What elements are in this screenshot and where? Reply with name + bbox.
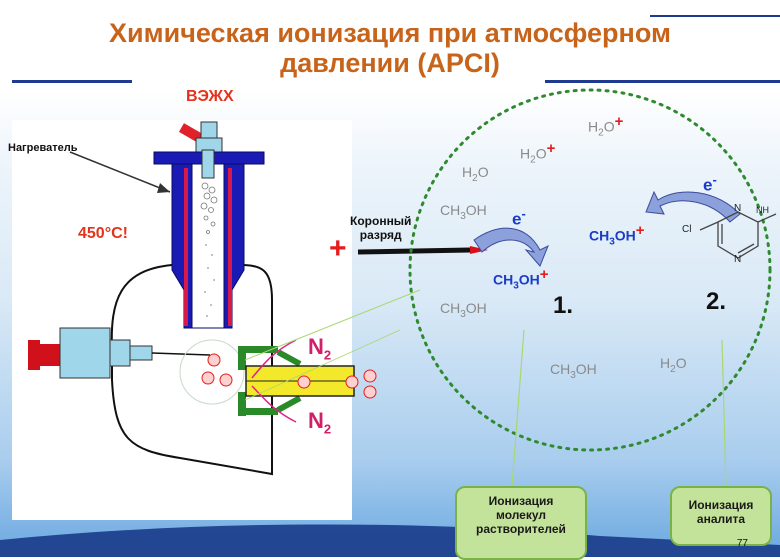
ion-markers [201,353,377,399]
corona-needle [151,352,211,356]
corona-label: Коронный разряд [350,214,412,242]
cone-bottom-flange [238,408,278,415]
heater-pointer-line [69,151,171,193]
n2-bottom-label: N2 [308,408,332,437]
n2-flow-top [251,339,297,379]
ionization-zoom-circle [408,88,772,452]
leader-line-analyte [721,339,727,487]
page-number: 77 [736,538,748,549]
title-line-2: давлении (APCI) [280,48,500,78]
species-h2o-plus-2: H2O+ [520,140,556,166]
decor-line-right [545,80,780,83]
species-ch3oh-2: CH3OH [440,300,487,320]
corona-discharge-needle [357,247,471,255]
step-2-label: 2. [706,288,727,315]
decor-line-top-right [650,15,780,17]
droplets [200,182,218,234]
species-ch3oh-3: CH3OH [550,361,597,381]
atom-n-bottom: N [734,254,742,265]
analyte-molecule [699,211,777,259]
step-1-label: 1. [553,292,574,319]
source-housing [110,264,273,476]
species-h2o-2: H2O [660,355,687,375]
atom-n-top: N [734,203,742,214]
heater-pointer-arrowhead [157,183,170,193]
slide-title: Химическая ионизация при атмосферном дав… [0,18,780,78]
corona-needle-tip [470,246,488,254]
species-ch3oh-1: CH3OH [440,202,487,222]
needle-cap [28,340,40,370]
analyte-ionization-box: Ионизация аналита [670,486,772,546]
atom-nh: NH [756,205,769,215]
species-h2o-1: H2O [462,164,489,184]
title-line-1: Химическая ионизация при атмосферном [109,18,671,48]
cone-top-flange [238,346,278,353]
electron-label-1: e- [512,206,526,229]
n2-top-label: N2 [308,334,332,363]
heater-strip-left [184,168,188,326]
corona-plus-sign: + [329,232,347,265]
needle-holder [59,327,111,379]
vapor-dots [204,244,215,317]
zoom-line-top [244,289,421,361]
leader-line-solvent [511,329,525,487]
bottom-band [0,524,780,557]
electron-label-2: e- [703,172,717,195]
decor-line-left [12,80,132,83]
electron-transfer-arrow-1 [473,227,549,267]
heater-strip-right [228,168,232,326]
n2-flow-bottom [251,385,297,423]
electron-transfer-arrow-2 [645,190,741,223]
zoom-line-bottom [244,329,401,401]
hplc-label: ВЭЖХ [186,88,234,105]
species-ch3oh-ion-1: CH3OH+ [493,266,549,292]
species-h2o-plus-1: H2O+ [588,113,624,139]
heater-label: Нагреватель [8,142,78,154]
vaporizer-channel [191,163,225,329]
nebulizer-needle [201,149,215,179]
solvent-ionization-box: Ионизация молекул растворителей [455,486,587,560]
atom-cl: Cl [682,224,692,235]
species-ch3oh-ion-2: CH3OH+ [589,222,645,248]
ionization-region [179,339,245,405]
temperature-label: 450°C! [78,225,128,242]
